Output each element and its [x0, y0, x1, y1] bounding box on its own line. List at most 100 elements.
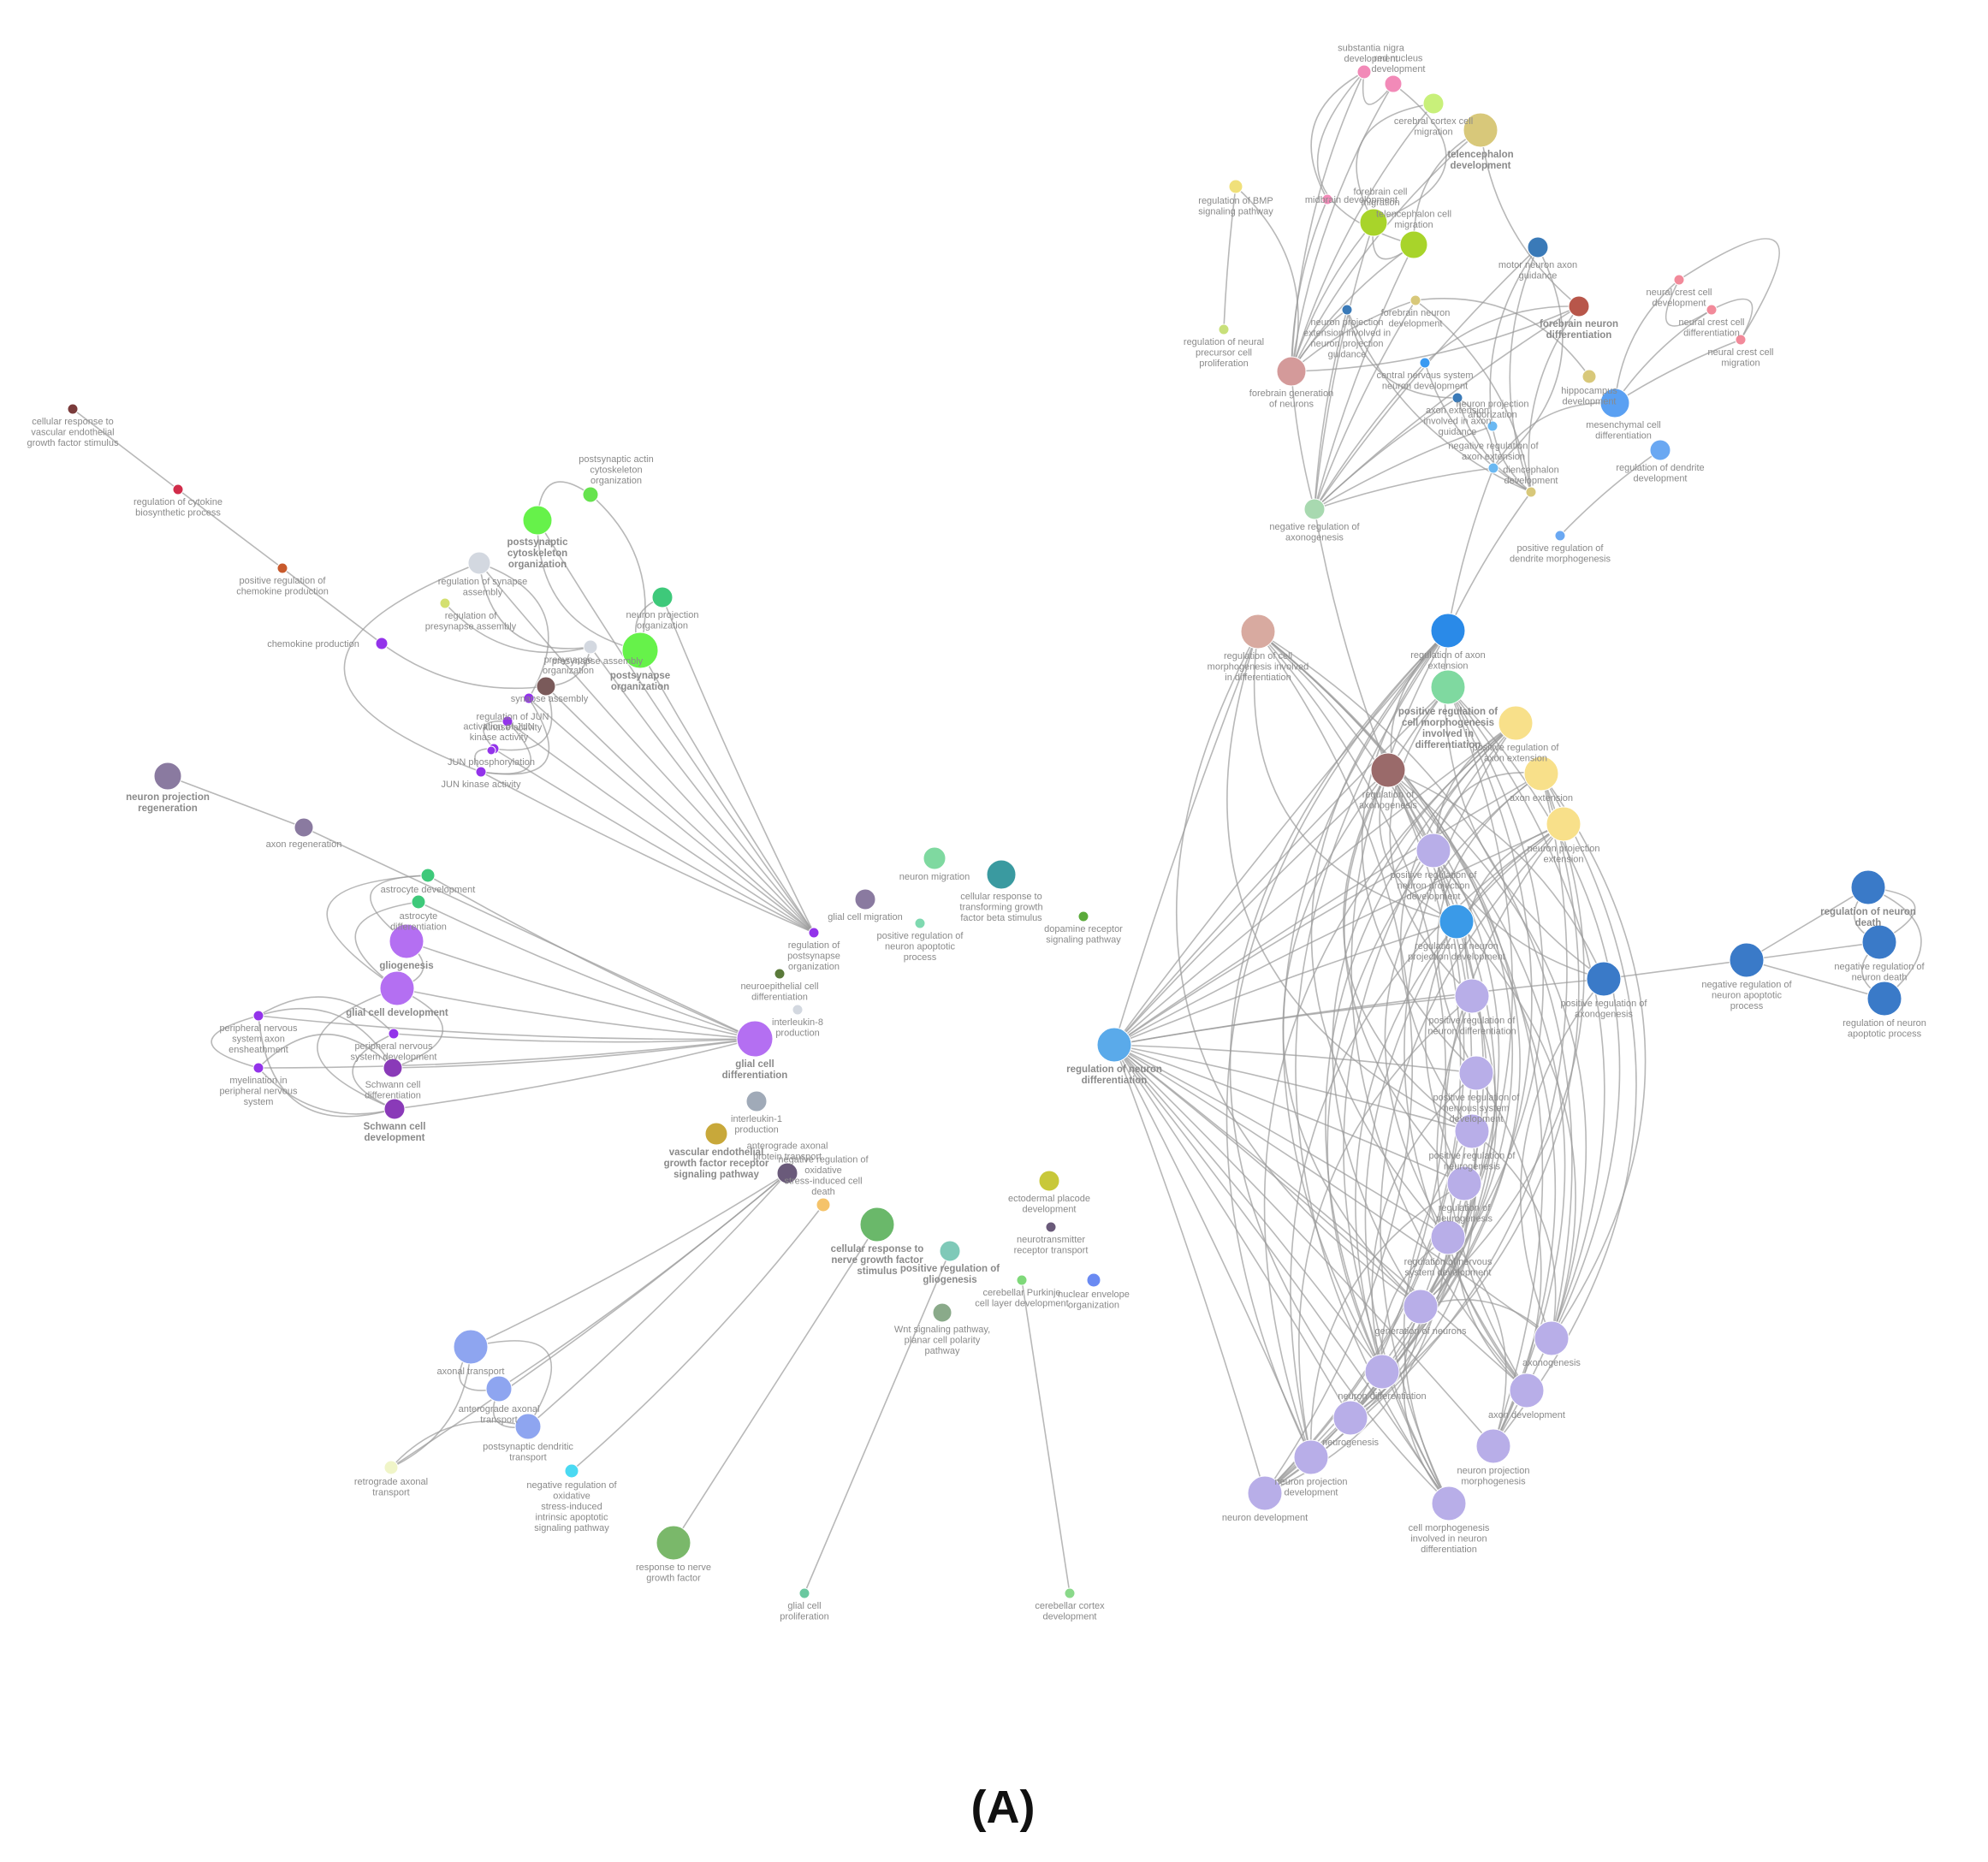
node-neuron-diff[interactable]: [1364, 1354, 1400, 1390]
node-gliogen[interactable]: [389, 923, 424, 959]
node-neural-crest-mig[interactable]: [1735, 334, 1747, 346]
node-np-morph[interactable]: [1475, 1428, 1511, 1464]
node-schwann-diff[interactable]: [383, 1058, 403, 1078]
node-dend-tr[interactable]: [514, 1413, 542, 1440]
node-red-nucleus[interactable]: [1384, 74, 1403, 93]
node-cell-morph[interactable]: [1431, 1485, 1467, 1521]
node-glial-mig[interactable]: [854, 888, 876, 910]
node-forebrain-gen[interactable]: [1276, 356, 1307, 387]
node-neural-crest-dev[interactable]: [1673, 274, 1685, 286]
node-telen-mig[interactable]: [1399, 230, 1428, 259]
node-neuron-mig[interactable]: [923, 846, 947, 870]
node-axon-ext-guid[interactable]: [1451, 392, 1463, 404]
node-postsyn-org[interactable]: [621, 632, 659, 669]
node-npo[interactable]: [651, 586, 674, 608]
node-resp-ngf[interactable]: [656, 1525, 691, 1561]
node-cereb-cortex[interactable]: [1064, 1587, 1076, 1599]
node-gen-neurons[interactable]: [1403, 1289, 1439, 1325]
node-nuc-env[interactable]: [1086, 1272, 1101, 1288]
node-motor-axon[interactable]: [1527, 236, 1549, 258]
node-midbrain[interactable]: [1321, 193, 1333, 205]
node-cer-cortex-mig[interactable]: [1422, 92, 1445, 115]
node-reg-neurogen[interactable]: [1446, 1165, 1482, 1201]
node-dienceph[interactable]: [1525, 486, 1537, 498]
node-reg-syn[interactable]: [467, 551, 491, 575]
node-npr[interactable]: [153, 762, 182, 791]
node-forebrain-diff[interactable]: [1568, 295, 1590, 317]
node-np-arbor[interactable]: [1487, 420, 1498, 432]
node-glial-dev[interactable]: [379, 970, 415, 1006]
node-reg-np-dev[interactable]: [1439, 904, 1475, 940]
node-retro[interactable]: [383, 1460, 399, 1475]
node-astro-diff[interactable]: [411, 894, 426, 910]
node-reg-ns-dev[interactable]: [1430, 1219, 1466, 1255]
node-pos-apop[interactable]: [914, 917, 926, 929]
node-vegf-path[interactable]: [704, 1122, 728, 1146]
node-cr-vegf[interactable]: [67, 403, 79, 415]
node-npe-guid[interactable]: [1341, 304, 1353, 316]
node-jun-phos[interactable]: [486, 745, 496, 756]
node-reg-cell-morph[interactable]: [1240, 614, 1276, 649]
node-forebrain-dev[interactable]: [1409, 294, 1421, 306]
node-pos-neuron-diff[interactable]: [1454, 978, 1490, 1014]
node-pos-glio[interactable]: [939, 1240, 961, 1262]
node-neurogenesis[interactable]: [1332, 1400, 1368, 1436]
node-axon-ext[interactable]: [1523, 756, 1559, 792]
node-neg-axonogen[interactable]: [1303, 498, 1326, 520]
node-reg-cyto[interactable]: [172, 483, 184, 495]
node-axonal-tr[interactable]: [453, 1329, 489, 1365]
node-bmp[interactable]: [1228, 179, 1243, 194]
node-pos-cell-morph[interactable]: [1430, 669, 1466, 705]
node-forebrain-mig[interactable]: [1359, 208, 1388, 237]
node-pos-axonogen[interactable]: [1586, 961, 1622, 997]
node-neg-axon-ext[interactable]: [1487, 462, 1499, 474]
node-antero-tr[interactable]: [485, 1375, 513, 1402]
node-ntr[interactable]: [1045, 1221, 1057, 1233]
node-tgf[interactable]: [986, 859, 1017, 890]
node-ngf[interactable]: [859, 1207, 895, 1242]
node-hippo[interactable]: [1581, 369, 1597, 384]
node-pos-chemo[interactable]: [276, 562, 288, 574]
node-reg-presyn[interactable]: [439, 597, 451, 609]
node-neuroep[interactable]: [774, 968, 786, 980]
node-astro-dev[interactable]: [420, 868, 436, 883]
node-neg-neuron-death[interactable]: [1861, 924, 1897, 960]
node-subst-nigra[interactable]: [1356, 64, 1372, 80]
node-telen[interactable]: [1463, 112, 1498, 148]
node-pns-dev[interactable]: [388, 1028, 400, 1040]
node-axonogenesis[interactable]: [1534, 1320, 1570, 1356]
node-postsyn-act[interactable]: [582, 486, 599, 503]
node-syn-asm[interactable]: [523, 692, 535, 704]
node-il1[interactable]: [745, 1090, 768, 1112]
node-glial-diff[interactable]: [736, 1020, 774, 1058]
node-reg-kin[interactable]: [501, 715, 513, 727]
node-reg-dendrite[interactable]: [1649, 439, 1671, 461]
node-presyn-asm[interactable]: [583, 639, 598, 655]
node-myelin[interactable]: [252, 1062, 264, 1074]
node-neuron-dev[interactable]: [1247, 1475, 1283, 1511]
node-cns-dev[interactable]: [1419, 357, 1431, 369]
node-reg-neuron-death[interactable]: [1850, 869, 1886, 905]
node-wnt[interactable]: [932, 1302, 952, 1323]
node-pns-ensh[interactable]: [252, 1010, 264, 1022]
node-dopamine[interactable]: [1077, 910, 1089, 922]
node-presyn-org[interactable]: [536, 676, 556, 697]
node-axreg[interactable]: [294, 817, 314, 838]
node-chemokine[interactable]: [375, 637, 389, 650]
node-reg-neuron-diff[interactable]: [1096, 1027, 1132, 1063]
node-axon-dev[interactable]: [1509, 1373, 1545, 1408]
node-neg-ox[interactable]: [816, 1197, 831, 1213]
node-np-dev[interactable]: [1293, 1439, 1329, 1475]
node-reg-axonogen[interactable]: [1370, 752, 1406, 788]
node-pos-axon-ext[interactable]: [1498, 705, 1534, 741]
node-jun-kin[interactable]: [475, 766, 487, 778]
node-purk[interactable]: [1016, 1274, 1028, 1286]
node-neg-apop[interactable]: [1729, 942, 1765, 978]
node-neg-ox2[interactable]: [564, 1463, 579, 1479]
node-np-ext[interactable]: [1546, 806, 1581, 842]
node-pos-neurogen[interactable]: [1454, 1113, 1490, 1149]
node-postsyn-cyto[interactable]: [522, 505, 553, 536]
node-schwann-dev[interactable]: [383, 1098, 406, 1120]
node-glial-prolif[interactable]: [798, 1587, 810, 1599]
node-pos-dendrite[interactable]: [1554, 530, 1566, 542]
